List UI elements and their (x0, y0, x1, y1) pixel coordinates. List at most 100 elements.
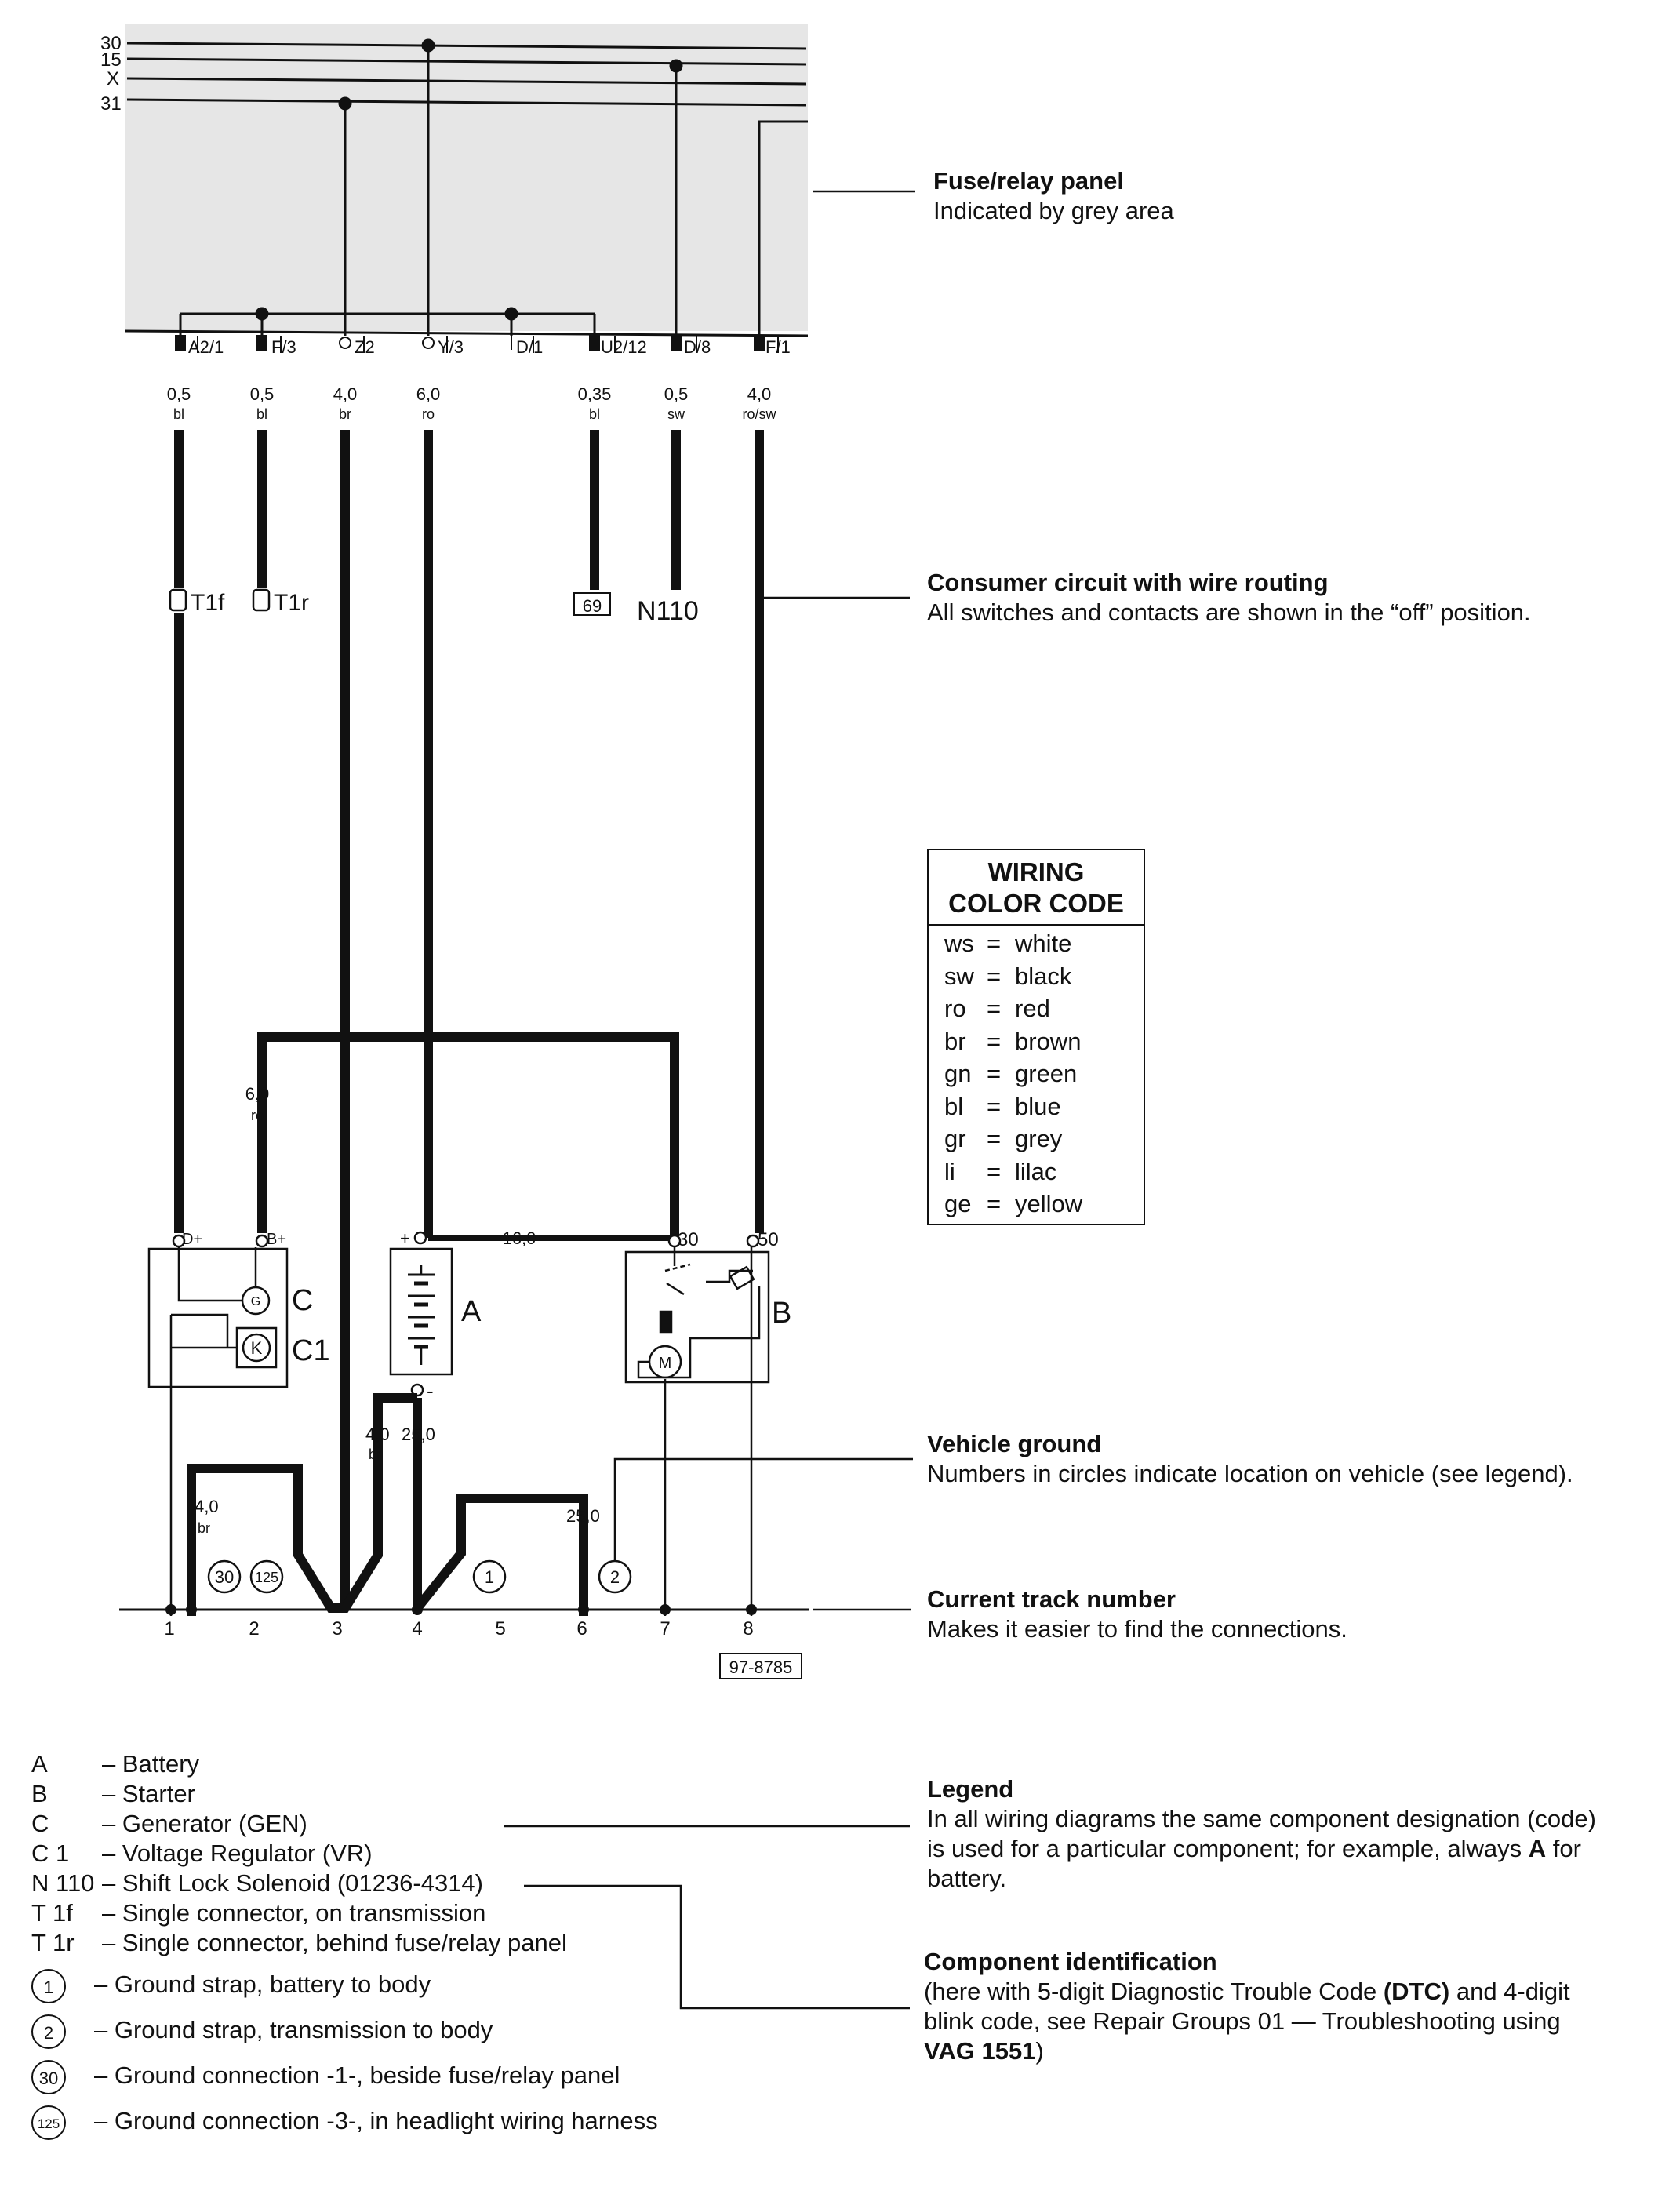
starter-t50: 50 (758, 1229, 779, 1250)
legend-desc: – Generator (GEN) (102, 1810, 307, 1837)
ground-legend-row: 1 – Ground strap, battery to body (31, 1969, 431, 2003)
annotation-vehicle-ground: Vehicle ground Numbers in circles indica… (927, 1429, 1573, 1489)
annotation-comp-line3a: VAG 1551 (924, 2037, 1036, 2065)
ground-circle-label: 2 (610, 1567, 620, 1587)
starter-t30: 30 (678, 1229, 699, 1250)
color-code-row: gn=green (929, 1057, 1144, 1090)
wire-size-label: 6,0 (416, 384, 441, 404)
wire-color-label: bl (256, 406, 267, 422)
legend-code: T 1r (31, 1929, 75, 1956)
color-code-row: gr=grey (929, 1123, 1144, 1155)
connector-t1f-label: T1f (191, 590, 225, 616)
annotation-leaders (504, 190, 915, 2010)
busbar-label-x: X (107, 68, 119, 89)
color-eq: = (987, 930, 1002, 957)
annotation-comp-title: Component identification (924, 1948, 1217, 1975)
legend-desc: – Single connector, on transmission (102, 1899, 486, 1927)
wire-size-label: 0,5 (664, 384, 689, 404)
generator-wire-color: ro (251, 1108, 264, 1123)
battery-plus: + (400, 1228, 410, 1248)
annotation-ground-text: Numbers in circles indicate location on … (927, 1460, 1573, 1487)
ground-circle-label: 125 (255, 1570, 278, 1585)
color-code-row: br=brown (929, 1025, 1144, 1058)
busbar-label-31: 31 (100, 93, 122, 115)
ground-legend-desc: – Ground strap, battery to body (94, 1971, 431, 1999)
annotation-legend: Legend In all wiring diagrams the same c… (927, 1774, 1664, 1894)
generator-wire-size: 6,0 (245, 1084, 270, 1104)
color-eq: = (987, 1190, 1002, 1217)
annotation-fuse-relay: Fuse/relay panel Indicated by grey area (933, 166, 1174, 226)
legend-row: N 110– Shift Lock Solenoid (01236-4314) (31, 1869, 483, 1898)
terminal-label: D/1 (516, 337, 543, 357)
legend-row: T 1r– Single connector, behind fuse/rela… (31, 1928, 567, 1958)
terminal-label: F/1 (765, 337, 791, 357)
color-code-row: ge=yellow (929, 1188, 1144, 1221)
wire-size-label: 0,5 (167, 384, 191, 404)
annotation-legend-line2c: for (1546, 1835, 1581, 1862)
annotation-track-text: Makes it easier to find the connections. (927, 1615, 1347, 1643)
wire-color-label: br (339, 406, 351, 422)
annotation-consumer-text: All switches and contacts are shown in t… (927, 599, 1531, 626)
n110-label: N110 (637, 596, 699, 626)
battery-a-label: A (461, 1295, 482, 1328)
color-code-title-1: WIRING (987, 857, 1085, 886)
color-code-title-2: COLOR CODE (948, 889, 1124, 918)
busbar-label-30: 30 (100, 33, 122, 54)
wire-size-label: 0,5 (250, 384, 275, 404)
color-code-row: li=lilac (929, 1155, 1144, 1188)
ground-legend-row: 30– Ground connection -1-, beside fuse/r… (31, 2060, 620, 2094)
legend-code: C 1 (31, 1840, 70, 1867)
wire-size-label: 4,0 (333, 384, 358, 404)
annotation-legend-line2a: is used for a particular component; for … (927, 1835, 1529, 1862)
generator-k-symbol: K (251, 1338, 263, 1358)
ground-number-circle: 1 (31, 1969, 66, 2003)
starter-b-label: B (772, 1297, 791, 1330)
starter-b (624, 1234, 770, 1616)
ground-wire-color: br (369, 1447, 381, 1462)
annotation-component-id: Component identification (here with 5-di… (924, 1947, 1661, 2066)
generator-c-label: C (292, 1284, 313, 1317)
ground-number-circle: 30 (31, 2060, 66, 2094)
panel-internal-wiring (179, 38, 808, 336)
annotation-comp-line1b: (DTC) (1383, 1978, 1450, 2005)
terminal-label: D/8 (684, 337, 711, 357)
annotation-fuse-text: Indicated by grey area (933, 197, 1174, 224)
color-name: green (1015, 1060, 1078, 1087)
diagram-id-box (719, 1653, 802, 1679)
battery-minus: - (427, 1379, 434, 1403)
ground-dots (165, 1604, 757, 1615)
diagram-id: 97-8785 (729, 1658, 793, 1677)
annotation-comp-line1a: (here with 5-digit Diagnostic Trouble Co… (924, 1978, 1384, 2005)
generator-d-plus: D+ (182, 1231, 202, 1248)
color-code-row: sw=black (929, 960, 1144, 993)
color-abbr: ro (944, 995, 966, 1022)
color-eq: = (987, 995, 1002, 1022)
color-name: grey (1015, 1125, 1063, 1152)
wire-color-label: ro/sw (742, 406, 776, 422)
consumer-wires (174, 430, 764, 1608)
track-number: 3 (332, 1618, 342, 1639)
color-eq: = (987, 1125, 1002, 1152)
color-eq: = (987, 1157, 1002, 1185)
wire-color-label: bl (173, 406, 184, 422)
terminal-label: F/3 (271, 337, 296, 357)
wire-color-label: ro (422, 406, 435, 422)
legend-row: T 1f– Single connector, on transmission (31, 1898, 485, 1928)
legend-row: C– Generator (GEN) (31, 1809, 307, 1839)
color-code-row: ws=white (929, 927, 1144, 960)
color-code-title: WIRING COLOR CODE (929, 850, 1144, 926)
color-abbr: br (944, 1027, 966, 1055)
generator-b-plus: B+ (267, 1231, 286, 1248)
terminal-label: Y/3 (438, 337, 464, 357)
color-abbr: bl (944, 1092, 964, 1120)
annotation-legend-line1: In all wiring diagrams the same componen… (927, 1805, 1596, 1832)
track-number: 7 (660, 1618, 670, 1639)
generator-g-symbol: G (251, 1295, 260, 1308)
color-eq: = (987, 1027, 1002, 1055)
track-number: 5 (495, 1618, 505, 1639)
color-eq: = (987, 1060, 1002, 1087)
wire-size-label: 0,35 (578, 384, 612, 404)
wiring-color-code-box: WIRING COLOR CODE ws=white sw=black ro=r… (927, 849, 1145, 1225)
busbar-label-15: 15 (100, 49, 122, 71)
annotation-consumer: Consumer circuit with wire routing All s… (927, 568, 1531, 628)
